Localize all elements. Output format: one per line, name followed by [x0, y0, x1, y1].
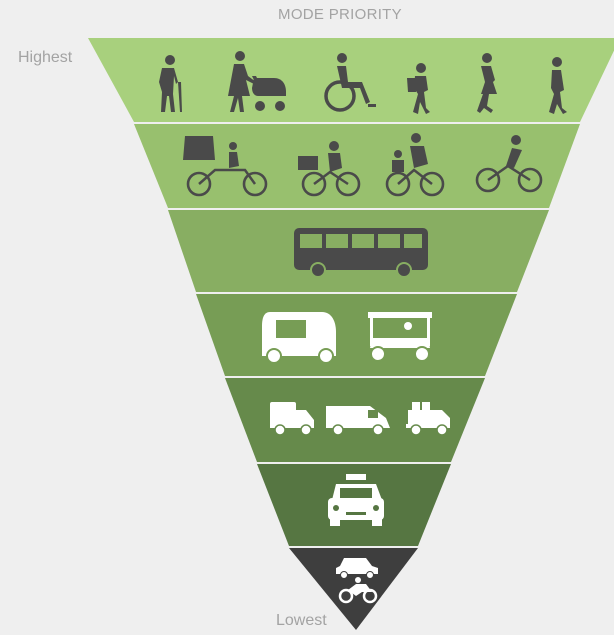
- woman-walking-icon: [477, 53, 497, 113]
- bicycle-with-child-seat-icon: [385, 133, 445, 197]
- cyclist-icon: [475, 135, 543, 193]
- e-rickshaw-icon: [368, 312, 432, 362]
- lowest-label: Lowest: [276, 612, 327, 629]
- tier-pedestrians: [88, 38, 614, 122]
- highest-label: Highest: [18, 49, 73, 66]
- delivery-bicycle-icon: [298, 141, 361, 197]
- wheelchair-user-icon: [324, 53, 376, 112]
- tier-cyclists: [134, 124, 580, 208]
- car-icon: [336, 558, 378, 579]
- motorcycle-icon: [338, 577, 378, 604]
- child-with-backpack-icon: [407, 63, 430, 114]
- cycle-rickshaw-icon: [183, 136, 268, 197]
- pickup-truck-with-cargo-icon: [406, 402, 450, 436]
- taxi-icon: [328, 474, 384, 526]
- tier-public-transit: [168, 210, 549, 292]
- auto-rickshaw-icon: [262, 312, 336, 364]
- tier-private-vehicles: [289, 548, 418, 630]
- tier-auto-rickshaws: [196, 294, 517, 376]
- van-icon: [326, 406, 390, 436]
- tier-taxis: [257, 464, 451, 546]
- bus-icon: [294, 228, 428, 278]
- parent-with-stroller-icon: [228, 51, 286, 112]
- box-truck-icon: [270, 402, 314, 436]
- tier-goods-vehicles: [225, 378, 485, 462]
- elderly-with-cane-icon: [159, 55, 182, 112]
- diagram-title: MODE PRIORITY: [278, 6, 402, 23]
